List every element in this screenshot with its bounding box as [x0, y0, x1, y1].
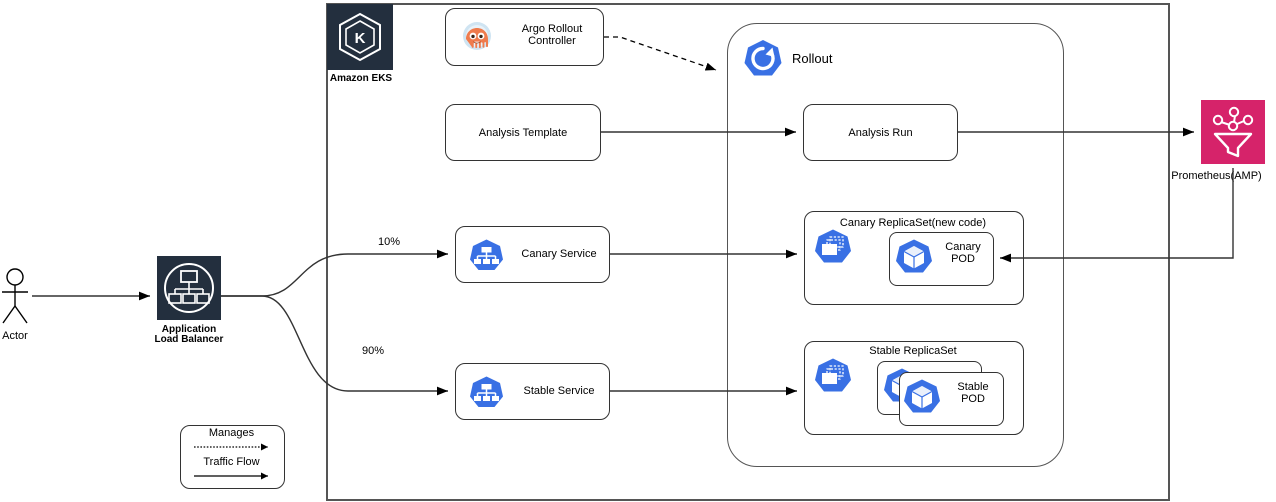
- stable-service-box[interactable]: Stable Service: [455, 363, 610, 420]
- kubernetes-replicaset-icon: [813, 357, 853, 397]
- load-balancer-label-line1: Application: [161, 324, 217, 335]
- canary-replicaset-label: Canary ReplicaSet(new code): [839, 217, 987, 229]
- legend-arrows: [180, 425, 283, 487]
- argo-rollout-icon: [742, 38, 784, 80]
- analysis-run-box[interactable]: Analysis Run: [803, 104, 958, 161]
- canary-pod-label-line2: POD: [951, 253, 975, 265]
- prometheus-label: Prometheus(AMP): [1171, 170, 1262, 182]
- actor-label: Actor: [2, 330, 28, 342]
- argo-octopus-icon: [458, 19, 496, 57]
- application-load-balancer-icon: [157, 256, 221, 320]
- legend-traffic-label: Traffic Flow: [203, 456, 260, 468]
- stable-replicaset-label: Stable ReplicaSet: [869, 345, 957, 357]
- canary-service-box[interactable]: Canary Service: [455, 226, 610, 283]
- argo-controller-label-line1: Argo Rollout: [521, 23, 583, 35]
- legend-manages-label: Manages: [208, 427, 255, 439]
- amazon-eks-icon: K: [327, 4, 393, 70]
- prometheus-amp-icon: [1201, 100, 1265, 164]
- kubernetes-service-icon: [468, 375, 505, 412]
- canary-traffic-weight-label: 10%: [377, 236, 401, 248]
- rollout-label: Rollout: [792, 51, 833, 66]
- kubernetes-replicaset-icon: [813, 228, 853, 268]
- analysis-template-label: Analysis Template: [478, 126, 568, 139]
- canary-pod-label-line1: Canary: [945, 241, 981, 253]
- canary-service-label: Canary Service: [521, 248, 597, 260]
- kubernetes-pod-icon: [902, 378, 942, 418]
- stable-pod-label-line1: Stable: [957, 381, 989, 393]
- load-balancer-label-line2: Load Balancer: [154, 334, 224, 345]
- stable-service-label: Stable Service: [523, 385, 595, 397]
- kubernetes-pod-icon: [894, 238, 934, 278]
- analysis-run-label: Analysis Run: [848, 126, 913, 139]
- stable-traffic-weight-label: 90%: [361, 345, 385, 357]
- svg-text:K: K: [355, 30, 366, 47]
- stable-pod-label-line2: POD: [961, 393, 985, 405]
- argo-rollout-controller-box[interactable]: Argo Rollout Controller: [445, 8, 604, 66]
- kubernetes-service-icon: [468, 238, 505, 275]
- amazon-eks-label: Amazon EKS: [329, 73, 393, 84]
- actor-icon: [0, 268, 30, 326]
- argo-controller-label-line2: Controller: [528, 35, 576, 47]
- analysis-template-box[interactable]: Analysis Template: [445, 104, 601, 161]
